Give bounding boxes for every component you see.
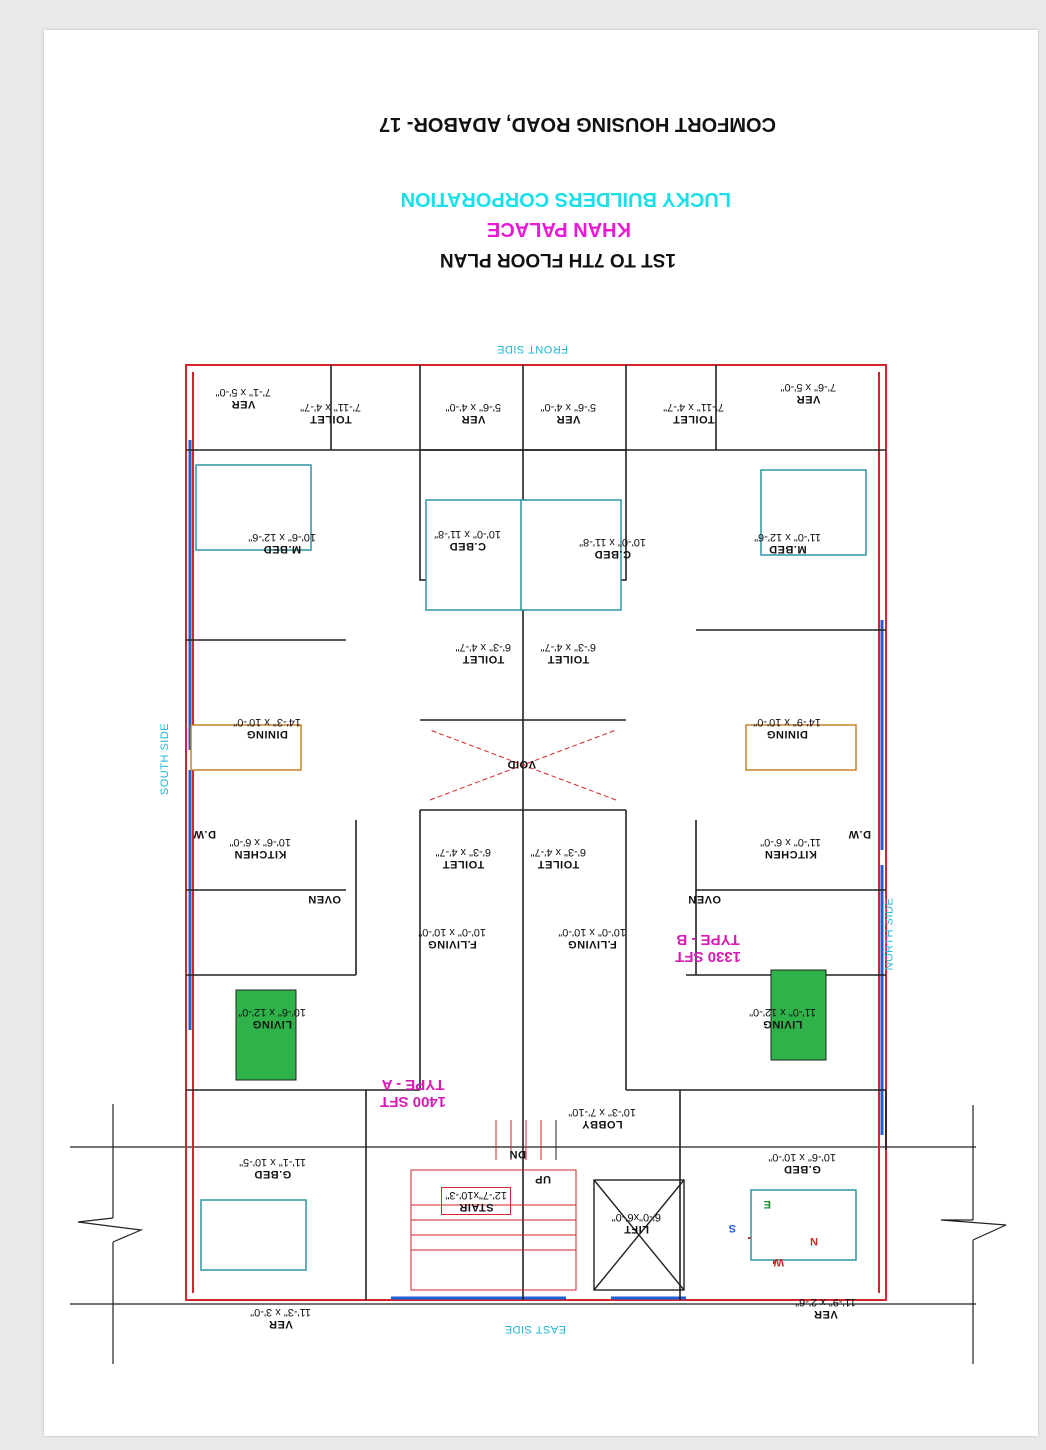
east-side-label: EAST SIDE bbox=[504, 1323, 566, 1335]
dw-label-b: D.W bbox=[848, 828, 871, 840]
site-address: COMFORT HOUSING ROAD, ADABOR- 17 bbox=[378, 113, 776, 135]
south-side-label: SOUTH SIDE bbox=[158, 722, 171, 796]
dining-tables bbox=[190, 724, 857, 771]
bed-icon bbox=[760, 469, 867, 556]
bed-icon bbox=[750, 1189, 857, 1261]
oven-label-b: OVEN bbox=[687, 893, 721, 905]
bed-icon bbox=[520, 499, 622, 611]
bed-icon bbox=[425, 499, 527, 611]
north-side-label: NORTH SIDE bbox=[883, 897, 896, 971]
bed-icon bbox=[195, 464, 312, 551]
compass-n: N bbox=[810, 1235, 818, 1247]
stair-dn-label: DN bbox=[509, 1148, 526, 1160]
project-name: KHAN PALACE bbox=[486, 218, 631, 240]
front-side-label: FRONT SIDE bbox=[496, 343, 568, 355]
rug-icon bbox=[770, 969, 827, 1061]
compass-e: E bbox=[763, 1198, 771, 1210]
oven-label-a: OVEN bbox=[307, 893, 341, 905]
stair-flight bbox=[410, 1120, 577, 1291]
rug-icon bbox=[235, 989, 297, 1081]
stair-up-label: UP bbox=[534, 1173, 551, 1185]
compass-s: S bbox=[728, 1222, 736, 1234]
void-area bbox=[429, 729, 617, 801]
outer-wall bbox=[185, 364, 887, 1301]
interior-walls bbox=[186, 365, 887, 1300]
lift-shaft bbox=[593, 1179, 685, 1291]
beds bbox=[195, 464, 867, 1271]
compass-w: W bbox=[773, 1256, 784, 1268]
plan-title: 1ST TO 7TH FLOOR PLAN bbox=[439, 249, 676, 270]
living-rugs bbox=[235, 969, 827, 1081]
bed-icon bbox=[200, 1199, 307, 1271]
dw-label-a: D.W bbox=[193, 828, 216, 840]
dining-table-icon bbox=[190, 724, 302, 771]
void-label: VOID bbox=[507, 758, 536, 770]
company-name: LUCKY BUILDERS CORPORATION bbox=[400, 188, 731, 210]
dining-table-icon bbox=[745, 724, 857, 771]
